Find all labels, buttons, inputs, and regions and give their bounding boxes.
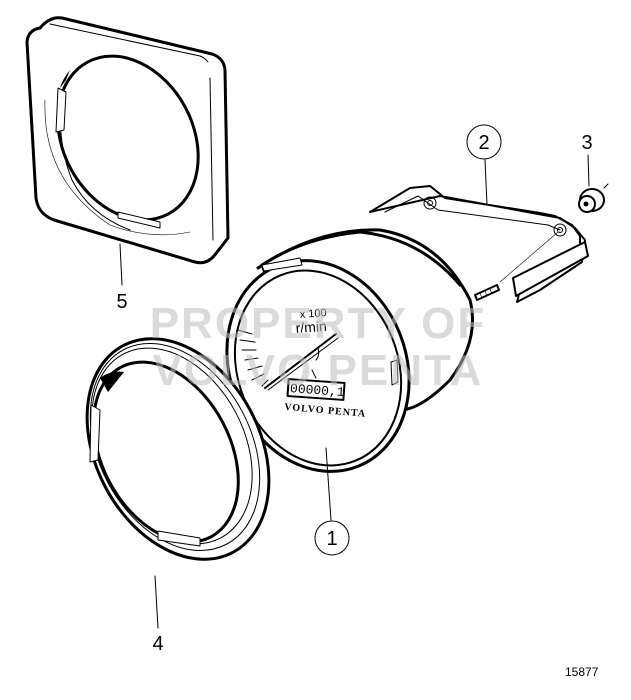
part-4-bezel-ring — [85, 337, 271, 561]
svg-text:5: 5 — [116, 291, 127, 313]
leader-line-1 — [325, 447, 332, 521]
dial-unit-label: r/min — [295, 318, 327, 336]
dial-needle — [264, 333, 337, 389]
part-2-mounting-bracket — [369, 185, 589, 303]
dial-ticks — [237, 329, 269, 387]
svg-text:VOLVO PENTA: VOLVO PENTA — [153, 346, 484, 395]
callout-1: 1 — [314, 520, 350, 556]
dial-scale-label: x 100 — [299, 307, 327, 321]
callout-2: 2 — [466, 124, 502, 160]
svg-text:3: 3 — [581, 132, 592, 154]
part-1-tachometer: x 100 r/min 00000,1 VOLVO PENTA — [225, 228, 474, 473]
watermark: PROPERTY OF VOLVO PENTA — [150, 299, 487, 395]
odometer-value: 00000,1 — [290, 381, 346, 400]
figure-number: 15877 — [565, 665, 599, 679]
svg-text:PROPERTY OF: PROPERTY OF — [150, 299, 487, 348]
leader-line-3 — [587, 154, 590, 187]
callout-4: 4 — [152, 633, 163, 655]
callout-3: 3 — [581, 132, 592, 154]
threaded-stud — [474, 284, 500, 301]
callout-5: 5 — [116, 291, 127, 313]
part-3-knurled-nut — [578, 183, 609, 213]
leader-line-2 — [484, 159, 488, 206]
leader-line-4 — [154, 575, 159, 629]
svg-text:1: 1 — [326, 528, 337, 550]
svg-text:4: 4 — [152, 633, 163, 655]
leader-line-5 — [119, 243, 123, 286]
svg-text:2: 2 — [478, 132, 489, 154]
part-5-square-frame — [25, 16, 230, 265]
